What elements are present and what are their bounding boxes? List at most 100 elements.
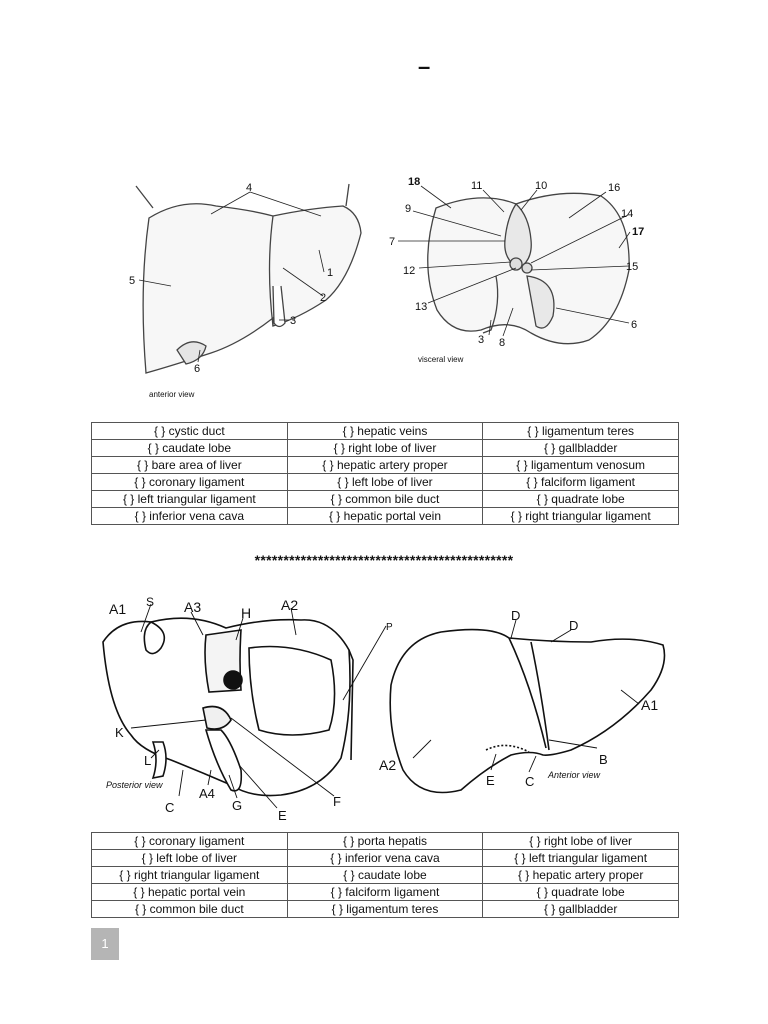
anterior-label-1: 1 <box>327 267 333 279</box>
table-cell: { } hepatic portal vein <box>286 507 484 525</box>
visceral-label-6: 6 <box>631 319 637 331</box>
table-row: { } left lobe of liver { } inferior vena… <box>91 849 679 867</box>
term-table-1: { } cystic duct { } hepatic veins { } li… <box>91 422 679 525</box>
visceral-label-11: 11 <box>471 180 482 192</box>
visceral-label-10: 10 <box>535 180 547 192</box>
page-number: 1 <box>91 928 119 960</box>
table-cell: { } ligamentum teres <box>482 422 679 440</box>
visceral-view-drawing <box>427 192 630 345</box>
anterior2-view-drawing <box>389 628 666 794</box>
visceral-label-18: 18 <box>408 176 420 188</box>
anterior-label-3: 3 <box>290 315 296 327</box>
table-cell: { } caudate lobe <box>91 439 288 457</box>
posterior-label-a4: A4 <box>199 786 215 801</box>
posterior-view-drawing <box>102 617 354 797</box>
table-cell: { } right triangular ligament <box>482 507 679 525</box>
table-cell: { } ligamentum venosum <box>482 456 679 474</box>
posterior-label-h: H <box>241 605 251 621</box>
anterior2-leader-lines <box>412 619 640 773</box>
anterior2-label-d2: D <box>569 618 578 633</box>
table-cell: { } hepatic artery proper <box>286 456 484 474</box>
table-cell: { } gallbladder <box>482 439 679 457</box>
posterior-label-f: F <box>333 794 341 809</box>
posterior-label-a3: A3 <box>184 599 201 615</box>
anterior-label-5: 5 <box>129 275 135 287</box>
anterior2-caption: Anterior view <box>547 770 601 780</box>
posterior-label-s: S <box>146 595 154 609</box>
table-row: { } caudate lobe { } right lobe of liver… <box>91 439 679 457</box>
visceral-label-9: 9 <box>405 203 411 215</box>
table-cell: { } quadrate lobe <box>482 883 679 901</box>
table-row: { } inferior vena cava { } hepatic porta… <box>91 507 679 525</box>
visceral-label-15: 15 <box>626 261 638 273</box>
anterior-label-2: 2 <box>320 292 326 304</box>
liver-figure-1: 4 5 1 2 3 6 anterior view <box>91 168 679 408</box>
table-cell: { } inferior vena cava <box>91 507 288 525</box>
posterior-label-e: E <box>278 808 287 823</box>
table-cell: { } ligamentum teres <box>286 900 484 918</box>
table-cell: { } caudate lobe <box>286 866 484 884</box>
visceral-label-13: 13 <box>415 301 427 313</box>
table-cell: { } common bile duct <box>286 490 484 508</box>
title-mark: – <box>418 54 431 79</box>
visceral-label-8: 8 <box>499 337 505 349</box>
table-cell: { } gallbladder <box>482 900 679 918</box>
visceral-label-16: 16 <box>608 182 620 194</box>
anterior2-label-b: B <box>599 752 608 767</box>
table-cell: { } bare area of liver <box>91 456 288 474</box>
posterior-label-c: C <box>165 800 174 815</box>
table-cell: { } hepatic artery proper <box>482 866 679 884</box>
table-cell: { } inferior vena cava <box>286 849 484 867</box>
posterior-label-a2: A2 <box>281 597 298 613</box>
anterior2-label-c: C <box>525 774 534 789</box>
visceral-label-17: 17 <box>632 226 644 238</box>
table-row: { } bare area of liver { } hepatic arter… <box>91 456 679 474</box>
section-divider: ****************************************… <box>254 552 514 568</box>
table-cell: { } quadrate lobe <box>482 490 679 508</box>
posterior-leader-lines <box>130 603 387 809</box>
anterior-caption: anterior view <box>149 390 195 399</box>
anterior-label-4: 4 <box>246 182 252 194</box>
table-cell: { } left triangular ligament <box>91 490 288 508</box>
table-row: { } coronary ligament { } porta hepatis … <box>91 832 679 850</box>
table-cell: { } cystic duct <box>91 422 288 440</box>
table-cell: { } right lobe of liver <box>482 832 679 850</box>
anterior2-label-a2: A2 <box>379 757 396 773</box>
visceral-label-3: 3 <box>478 334 484 346</box>
table-row: { } right triangular ligament { } caudat… <box>91 866 679 884</box>
table-cell: { } right triangular ligament <box>91 866 288 884</box>
table-row: { } coronary ligament { } left lobe of l… <box>91 473 679 491</box>
table-row: { } left triangular ligament { } common … <box>91 490 679 508</box>
table-cell: { } left lobe of liver <box>286 473 484 491</box>
visceral-label-7: 7 <box>389 236 395 248</box>
table-cell: { } falciform ligament <box>482 473 679 491</box>
table-cell: { } coronary ligament <box>91 473 288 491</box>
posterior-label-a1: A1 <box>109 601 126 617</box>
posterior-caption: Posterior view <box>106 780 163 790</box>
table-cell: { } porta hepatis <box>286 832 484 850</box>
anterior2-label-a1: A1 <box>641 697 658 713</box>
visceral-label-12: 12 <box>403 265 415 277</box>
table-cell: { } hepatic veins <box>286 422 484 440</box>
posterior-label-p: P <box>386 622 393 633</box>
table-cell: { } right lobe of liver <box>286 439 484 457</box>
table-cell: { } left triangular ligament <box>482 849 679 867</box>
table-row: { } hepatic portal vein { } falciform li… <box>91 883 679 901</box>
table-cell: { } coronary ligament <box>91 832 288 850</box>
liver-figure-2: A1 S A3 H A2 P K L Posterior view C A4 G… <box>91 590 679 825</box>
posterior-label-l: L <box>144 753 151 768</box>
anterior-view-drawing <box>135 183 362 374</box>
anterior-leader-lines <box>138 191 325 363</box>
table-cell: { } left lobe of liver <box>91 849 288 867</box>
table-row: { } cystic duct { } hepatic veins { } li… <box>91 422 679 440</box>
table-row: { } common bile duct { } ligamentum tere… <box>91 900 679 918</box>
table-cell: { } falciform ligament <box>286 883 484 901</box>
visceral-caption: visceral view <box>418 355 464 364</box>
anterior-label-6: 6 <box>194 363 200 375</box>
visceral-label-14: 14 <box>621 208 633 220</box>
visceral-leader-lines <box>398 185 631 337</box>
term-table-2: { } coronary ligament { } porta hepatis … <box>91 832 679 918</box>
anterior2-label-e: E <box>486 773 495 788</box>
table-cell: { } common bile duct <box>91 900 288 918</box>
posterior-label-g: G <box>232 798 242 813</box>
